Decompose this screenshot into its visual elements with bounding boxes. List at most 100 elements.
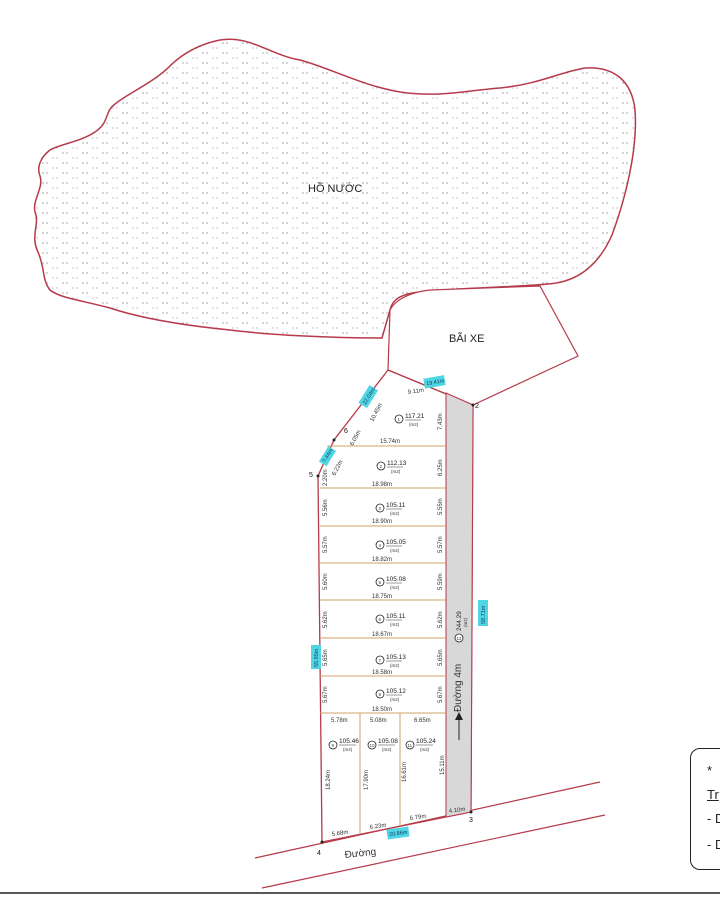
left-depth-4: 5.60m: [323, 573, 329, 590]
lot-area: 105.24: [416, 738, 436, 745]
lot-area: 105.05: [386, 539, 406, 546]
lot-badge-icon: [367, 740, 377, 750]
hl-label-4: 55.95m: [314, 648, 320, 667]
left-depths: 2.20m 5.56m 5.57m 5.60m 5.62m 5.65m 5.67…: [323, 469, 329, 703]
lot-number: 12: [457, 636, 463, 641]
road-edge-bottom: [261, 814, 606, 889]
point-6-marker: [332, 438, 336, 442]
left-depth-7: 5.67m: [323, 686, 329, 703]
point-2-marker: [471, 403, 475, 407]
internal-road-4m: [445, 392, 474, 818]
lot-5: 5 105.08 (m2): [375, 576, 406, 590]
point-6-label: 6: [344, 428, 348, 435]
lot-7: 7 105.13 (m2): [375, 654, 406, 668]
bottom-top-width-1: 5.78m: [331, 718, 348, 724]
lot-badge-icon: [375, 614, 385, 624]
lot-unit: (m2): [390, 622, 400, 627]
corner-points: 2 3 4 5 6: [309, 403, 479, 857]
lot-4: 4 105.05 (m2): [375, 539, 406, 553]
legend-box: * Tr - D - D: [690, 748, 720, 870]
right-depth-4: 5.57m: [438, 536, 444, 553]
left-depth-1: 2.20m: [323, 469, 329, 486]
lot-number: 10: [370, 743, 376, 748]
point-4-label: 4: [317, 850, 321, 857]
lot-badge-icon: [376, 461, 386, 471]
right-depth-7: 5.65m: [438, 649, 444, 666]
lot-number: 7: [379, 658, 382, 663]
width-1: 15.74m: [380, 439, 400, 445]
highlighted-dims: 19.41m 22.04m 7.44m 55.95m 58.71m 20.86m: [311, 375, 488, 840]
lot-unit: (m2): [390, 697, 400, 702]
width-5: 18.75m: [372, 594, 392, 600]
width-8: 18.50m: [372, 707, 392, 713]
hl-label-6: 20.86m: [389, 830, 408, 839]
lot-number: 5: [379, 580, 382, 585]
lot-number: 3: [379, 506, 382, 511]
bottom-depth-1: 18.24m: [326, 770, 332, 790]
hl-bg-4: [311, 645, 321, 669]
lot-badge-icon: [394, 414, 404, 424]
hl-label-5: 58.71m: [481, 605, 487, 624]
lot-badge-icon: [375, 655, 385, 665]
width-3: 18.90m: [372, 519, 392, 525]
diag-edge-1: 10.45m: [369, 402, 384, 422]
diag-edge-3: 6.22m: [331, 459, 344, 477]
lot-1: 1 117.21 (m2): [394, 413, 425, 427]
right-depths: 7.43m 6.25m 5.55m 5.57m 5.59m 5.62m 5.65…: [438, 413, 444, 703]
lot-unit: (m2): [420, 747, 430, 752]
lot-area: 112.13: [387, 460, 407, 467]
bottom-top-width-3: 6.65m: [414, 718, 431, 724]
lot-number: 1: [398, 417, 401, 422]
parking-area: [387, 285, 579, 406]
lot-unit: (m2): [390, 663, 400, 668]
lot-badge-icon: [328, 740, 338, 750]
bottom-width-1: 5.68m: [331, 830, 348, 838]
lot-unit: (m2): [390, 548, 400, 553]
lot-6: 6 105.11 (m2): [375, 613, 406, 627]
lot-unit: (m2): [463, 617, 468, 627]
lot-badge-icon: [375, 577, 385, 587]
lot-unit: (m2): [390, 585, 400, 590]
lot-markers: 1 117.21 (m2) 2 112.13 (m2) 3 105.11 (m2…: [328, 413, 468, 752]
lot-number: 8: [379, 692, 382, 697]
lot-badge-icon: [375, 689, 385, 699]
lot-area: 105.46: [339, 738, 359, 745]
left-depth-5: 5.62m: [323, 611, 329, 628]
bottom-width-3: 6.79m: [409, 814, 426, 822]
left-depth-2: 5.56m: [323, 499, 329, 516]
lot-area: 105.08: [378, 738, 398, 745]
lot-badge-icon: [375, 540, 385, 550]
lot-3: 3 105.11 (m2): [375, 502, 406, 516]
lot-area: 105.13: [386, 654, 406, 661]
lot-10: 10 105.08 (m2): [367, 738, 398, 752]
lake-label: HỒ NƯỚC: [308, 182, 362, 195]
right-depth-1: 7.43m: [438, 413, 444, 430]
left-depth-6: 5.65m: [323, 649, 329, 666]
width-2: 18.98m: [372, 482, 392, 488]
width-4: 18.82m: [372, 557, 392, 563]
right-depth-6: 5.62m: [438, 611, 444, 628]
lot-8: 8 105.12 (m2): [375, 688, 406, 702]
lot-unit: (m2): [391, 469, 401, 474]
width-7: 18.58m: [372, 670, 392, 676]
lot-area: 117.21: [405, 413, 425, 420]
lot-number: 11: [408, 743, 413, 748]
lot-area: 105.08: [386, 576, 406, 583]
bottom-depth-2: 17.90m: [364, 770, 370, 790]
diag-edge-2: 6.05m: [349, 429, 362, 447]
hl-bg-2: [358, 385, 379, 409]
lake-area: [33, 38, 637, 339]
bottom-depth-4: 15.11m: [440, 755, 446, 775]
point-3-label: 3: [469, 817, 473, 824]
hl-bg-5: [478, 600, 488, 626]
lot-unit: (m2): [390, 511, 400, 516]
road-arrow-icon: [455, 712, 463, 720]
hl-bg-6: [386, 826, 410, 840]
lot-badge-icon: [375, 503, 385, 513]
main-road-label: Đường: [344, 847, 377, 861]
lot-dividers: [320, 445, 446, 834]
point-5-marker: [316, 474, 320, 478]
lot-unit: (m2): [409, 422, 419, 427]
right-depth-5: 5.59m: [438, 573, 444, 590]
